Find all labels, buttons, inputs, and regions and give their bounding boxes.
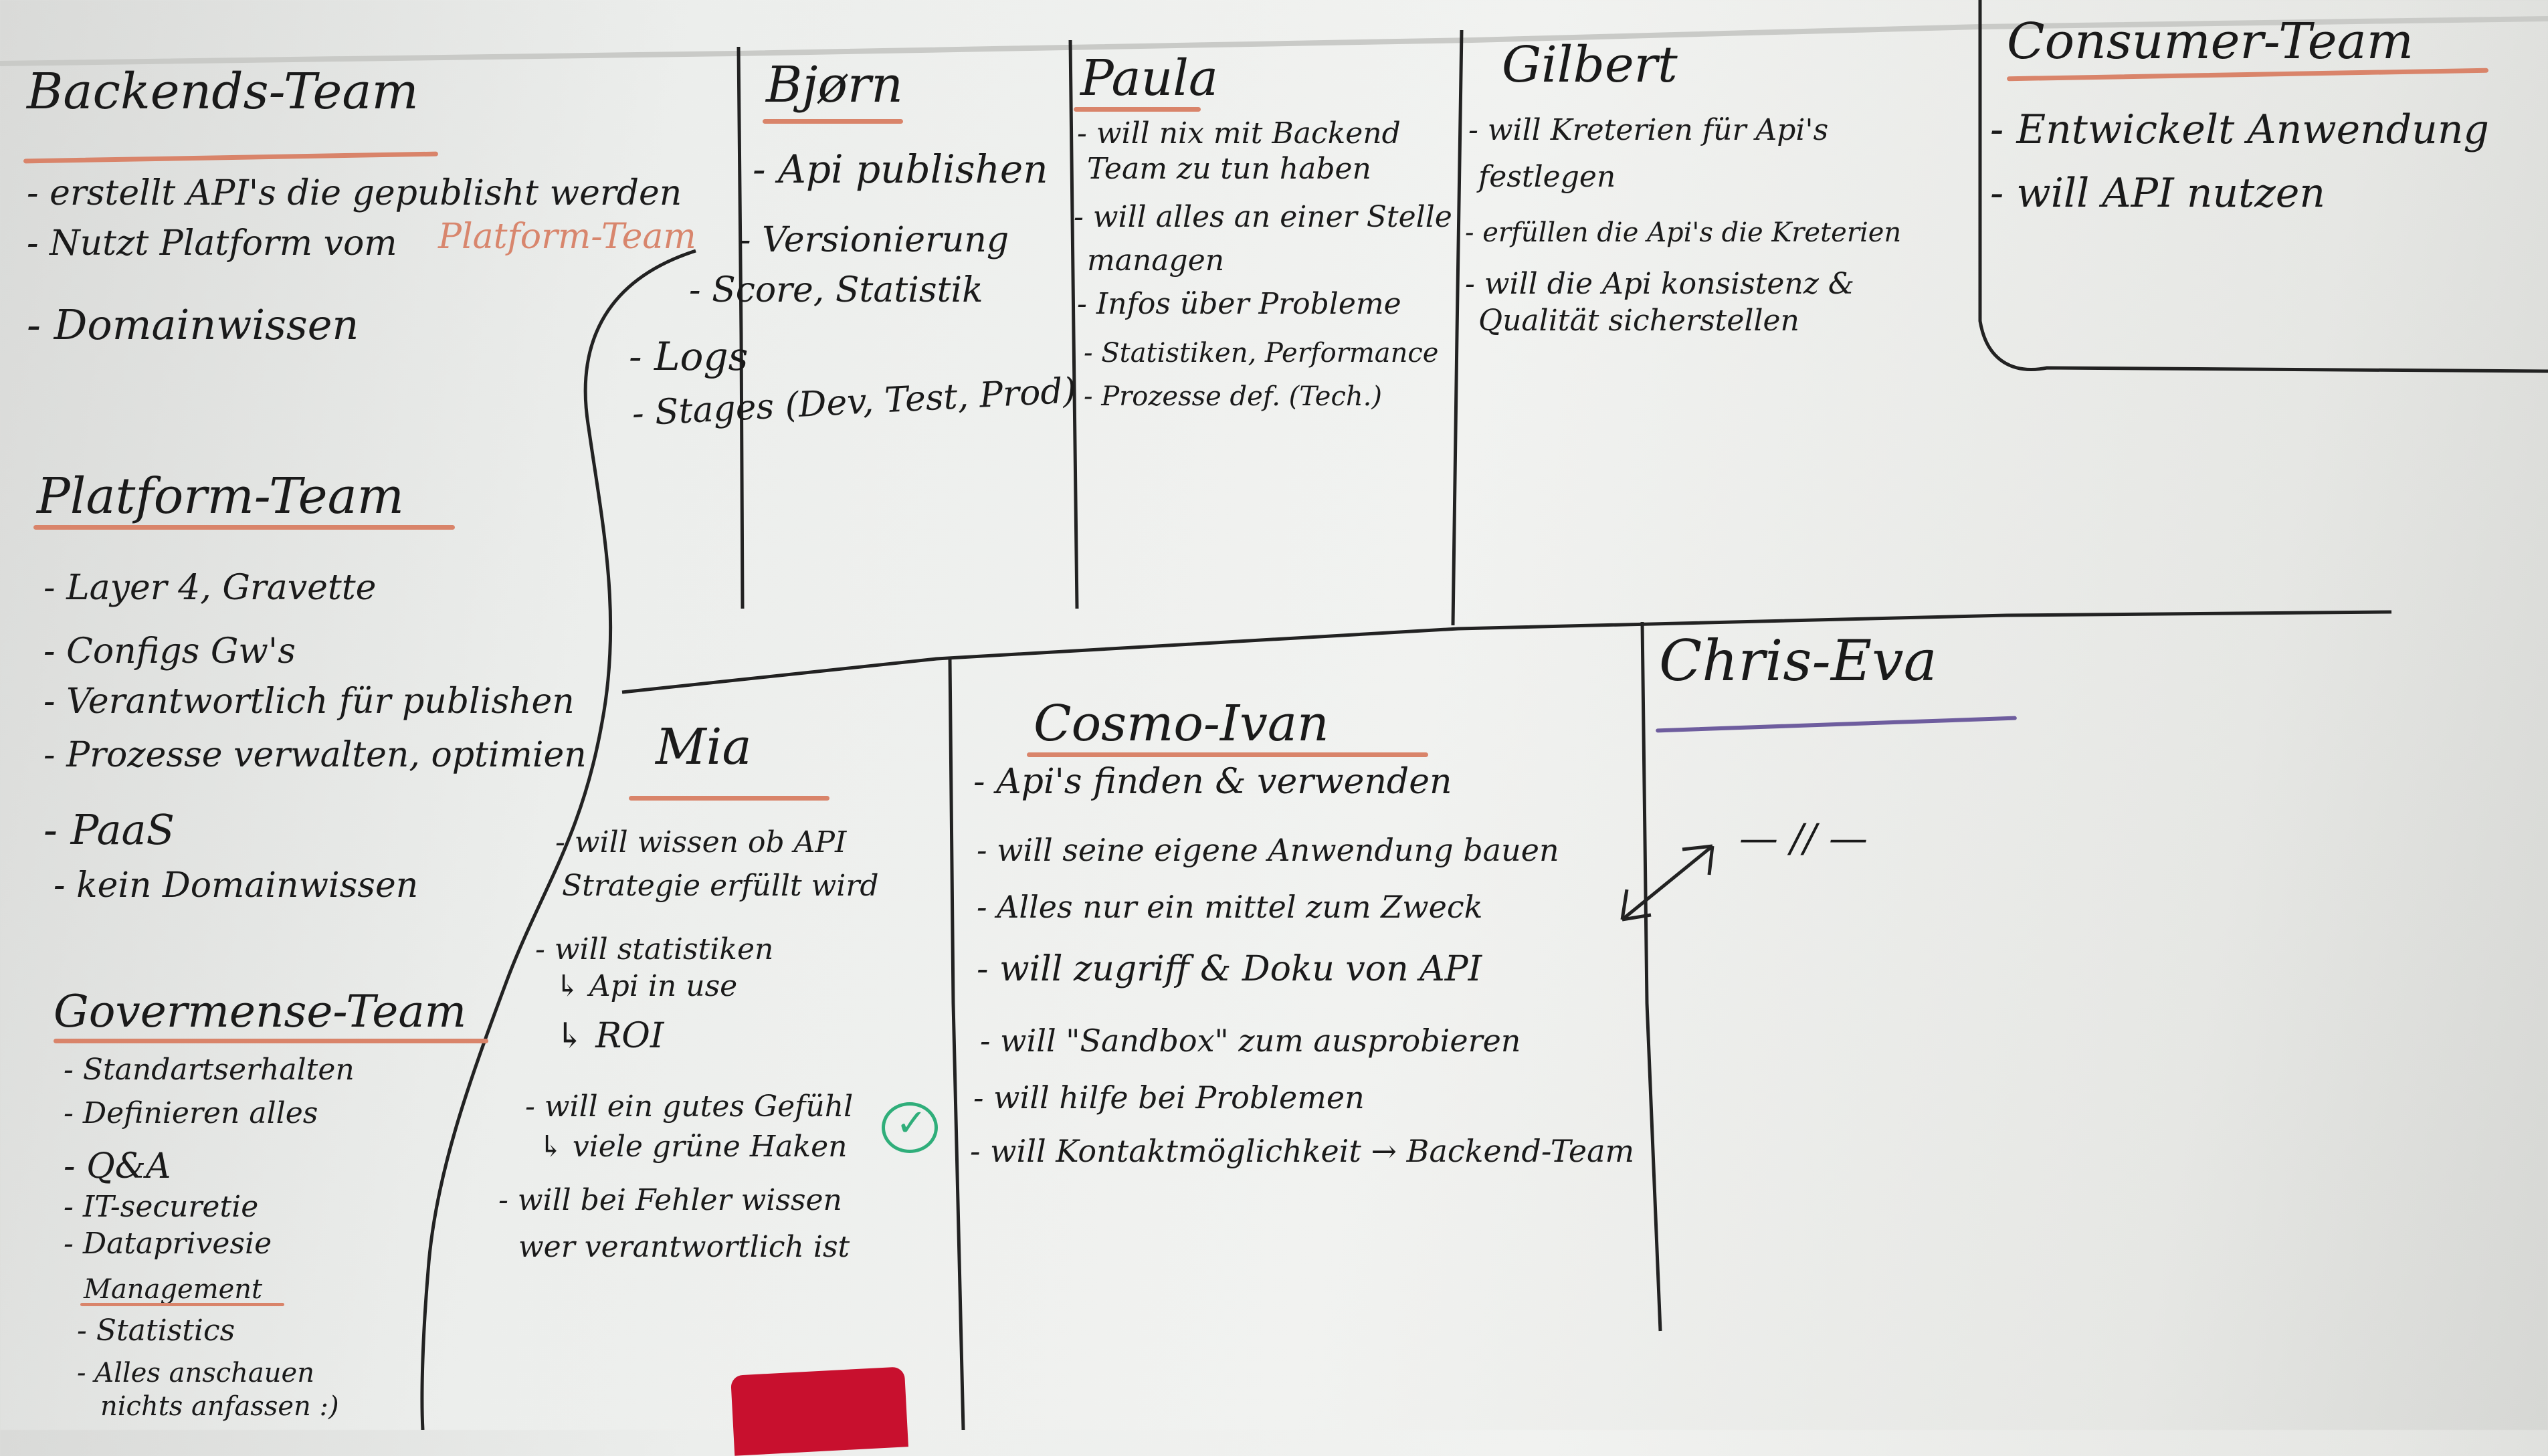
- divider-wavy-left: [420, 249, 696, 1430]
- mia-item: - will statistiken: [535, 932, 774, 966]
- governance-item: - Standartserhalten: [64, 1053, 355, 1087]
- arrow-head-left: [1620, 889, 1652, 922]
- mia-item: - will bei Fehler wissen: [498, 1183, 842, 1217]
- mia-item: Strategie erfüllt wird: [562, 869, 879, 903]
- mia-item: wer verantwortlich ist: [518, 1230, 850, 1264]
- arrow-shaft: [1621, 845, 1714, 921]
- platform-item: - Layer 4, Gravette: [43, 568, 377, 608]
- bjoern-title: Bjørn: [766, 56, 903, 114]
- paula-item: managen: [1087, 243, 1225, 278]
- management-item: - Alles anschauen: [77, 1358, 314, 1388]
- cosmo-title: Cosmo-Ivan: [1034, 695, 1329, 752]
- platform-item: - kein Domainwissen: [54, 865, 419, 906]
- chris-item: — // —: [1739, 815, 1868, 861]
- platform-underline: [33, 525, 455, 530]
- paula-item: Team zu tun haben: [1087, 152, 1371, 186]
- platform-item: - Verantwortlich für publishen: [43, 682, 575, 722]
- mia-item: - will ein gutes Gefühl: [525, 1089, 854, 1124]
- mia-item: ↳ Api in use: [555, 969, 738, 1003]
- paula-underline: [1074, 107, 1201, 112]
- platform-item: - Configs Gw's: [43, 631, 296, 671]
- paula-item: - Infos über Probleme: [1077, 287, 1401, 321]
- backend-title: Backends-Team: [27, 63, 419, 120]
- red-eraser: [730, 1366, 908, 1456]
- cosmo-item: - will hilfe bei Problemen: [973, 1079, 1365, 1116]
- consumer-box: [1978, 0, 2548, 373]
- divider-horizontal: [621, 610, 2392, 694]
- cosmo-item: - will "Sandbox" zum ausprobieren: [980, 1023, 1521, 1059]
- bjoern-item: - Versionierung: [739, 220, 1009, 260]
- gilbert-title: Gilbert: [1502, 36, 1678, 94]
- governance-item: - Dataprivesie: [64, 1227, 272, 1261]
- management-title: Management: [84, 1274, 263, 1305]
- divider-gilbert-consumer: [1451, 29, 1464, 626]
- mia-title: Mia: [656, 718, 752, 776]
- cosmo-item: - will zugriff & Doku von API: [977, 949, 1482, 989]
- gilbert-item: - erfüllen die Api's die Kreterien: [1465, 217, 1902, 248]
- consumer-item: - will API nutzen: [1990, 170, 2325, 217]
- bjoern-item: - Score, Statistik: [689, 270, 983, 310]
- bjoern-item: - Api publishen: [753, 146, 1048, 192]
- divider-bjoern-paula: [737, 46, 745, 609]
- management-underline: [80, 1303, 284, 1306]
- mia-item: - will wissen ob API: [555, 825, 847, 859]
- backend-item: - Domainwissen: [27, 300, 359, 349]
- board-edge: [0, 16, 2548, 66]
- green-check-icon: ✓: [882, 1102, 938, 1153]
- backend-platform-ref: Platform-Team: [438, 217, 696, 257]
- governance-item: - Q&A: [64, 1146, 171, 1186]
- gilbert-item: - will Kreterien für Api's: [1468, 113, 1829, 147]
- governance-item: - IT-securetie: [64, 1190, 259, 1224]
- divider-paula-gilbert: [1068, 39, 1079, 609]
- governance-title: Govermense-Team: [54, 986, 467, 1037]
- cosmo-item: - Alles nur ein mittel zum Zweck: [977, 889, 1483, 925]
- backend-item: - erstellt API's die gepublisht werden: [27, 173, 682, 213]
- bjoern-item: - Logs: [629, 334, 749, 379]
- governance-item: - Definieren alles: [64, 1096, 318, 1130]
- backend-item: - Nutzt Platform vom: [27, 223, 397, 264]
- paula-item: - Prozesse def. (Tech.): [1084, 381, 1382, 412]
- governance-underline: [54, 1039, 488, 1043]
- gilbert-item: Qualität sicherstellen: [1478, 304, 1799, 338]
- consumer-item: - Entwickelt Anwendung: [1990, 106, 2489, 153]
- paula-item: - will alles an einer Stelle: [1074, 200, 1452, 234]
- mia-item: ↳ viele grüne Haken: [538, 1130, 848, 1164]
- arrow-head-right: [1682, 844, 1714, 875]
- management-item: - Statistics: [77, 1314, 235, 1348]
- bjoern-underline: [763, 119, 903, 124]
- platform-title: Platform-Team: [37, 467, 404, 525]
- paula-item: - Statistiken, Performance: [1084, 338, 1439, 369]
- cosmo-item: - Api's finden & verwenden: [973, 762, 1452, 802]
- mia-underline: [629, 796, 829, 801]
- consumer-title: Consumer-Team: [2007, 13, 2414, 70]
- divider-mia-cosmo: [948, 658, 965, 1430]
- chris-title: Chris-Eva: [1659, 628, 1937, 694]
- gilbert-item: festlegen: [1478, 160, 1616, 194]
- cosmo-item: - will Kontaktmöglichkeit → Backend-Team: [970, 1133, 1635, 1169]
- paula-title: Paula: [1080, 49, 1219, 107]
- cosmo-underline: [1027, 752, 1428, 757]
- mia-item: ↳ ROI: [555, 1016, 664, 1056]
- gilbert-item: - will die Api konsistenz &: [1465, 267, 1855, 301]
- platform-item: - PaaS: [43, 805, 175, 854]
- cosmo-item: - will seine eigene Anwendung bauen: [977, 832, 1559, 868]
- platform-item: - Prozesse verwalten, optimien: [43, 735, 587, 775]
- divider-cosmo-chris: [1640, 621, 1662, 1332]
- paula-item: - will nix mit Backend: [1077, 116, 1401, 150]
- management-item: nichts anfassen :): [100, 1391, 339, 1422]
